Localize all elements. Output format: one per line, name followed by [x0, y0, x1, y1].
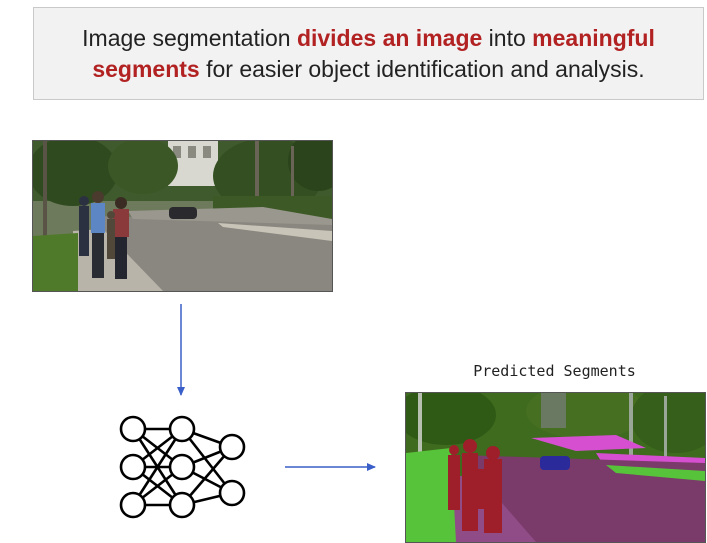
description-part-3: for easier object identification and ana… — [199, 55, 645, 82]
description-text: Image segmentation divides an image into… — [52, 23, 685, 85]
description-part-1: Image segmentation — [82, 24, 297, 51]
description-emphasis-1: divides an image — [296, 24, 483, 51]
predicted-segments-image — [405, 392, 706, 543]
description-callout: Image segmentation divides an image into… — [33, 7, 704, 100]
neural-network-icon — [119, 415, 246, 519]
description-emphasis-2: meaningful segments — [92, 24, 655, 82]
input-street-image — [32, 140, 333, 292]
predicted-segments-title: Predicted Segments — [473, 362, 636, 380]
description-part-2: into — [482, 24, 533, 51]
